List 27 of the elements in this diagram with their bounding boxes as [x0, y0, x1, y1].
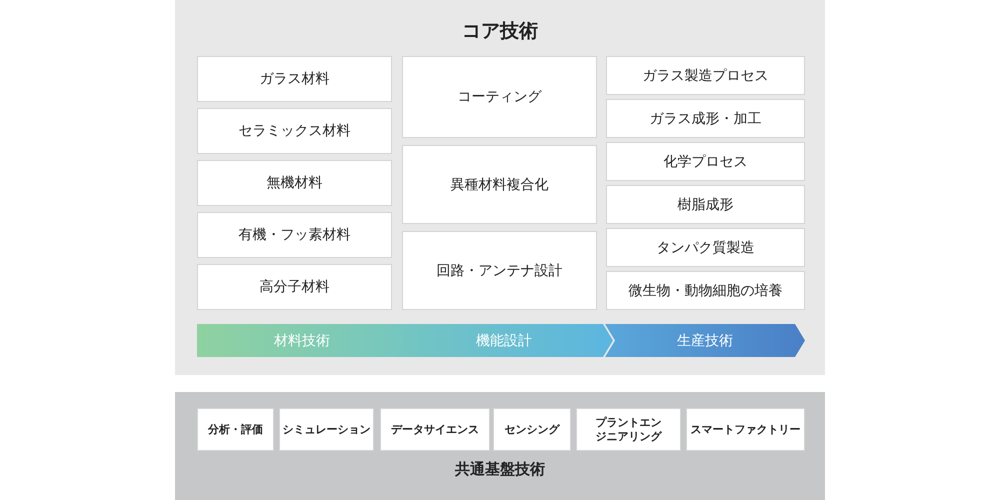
technology-box: 高分子材料: [197, 264, 392, 310]
technology-box: ガラス成形・加工: [606, 99, 805, 138]
technology-box: センシング: [493, 408, 571, 451]
technology-box: 無機材料: [197, 160, 392, 206]
technology-box: 回路・アンテナ設計: [402, 231, 597, 310]
technology-box: 化学プロセス: [606, 142, 805, 181]
technology-box: 微生物・動物細胞の培養: [606, 271, 805, 310]
technology-box: スマートファクトリー: [686, 408, 805, 451]
stage-banner: 材料技術: [197, 324, 407, 357]
technology-box: 樹脂成形: [606, 185, 805, 224]
technology-box: コーティング: [402, 56, 597, 138]
panel-background: [175, 0, 825, 375]
technology-box: データサイエンス: [380, 408, 490, 451]
technology-box: プラントエンジニアリング: [576, 408, 681, 451]
technology-box: 分析・評価: [197, 408, 274, 451]
stage-banner: 生産技術: [605, 324, 805, 357]
technology-box: タンパク質製造: [606, 228, 805, 267]
technology-box: ガラス製造プロセス: [606, 56, 805, 95]
technology-box: ガラス材料: [197, 56, 392, 102]
technology-box: 有機・フッ素材料: [197, 212, 392, 258]
stage-banner: 機能設計: [395, 324, 613, 357]
technology-box: セラミックス材料: [197, 108, 392, 154]
technology-box: シミュレーション: [279, 408, 374, 451]
panel-background: [175, 392, 825, 500]
panel-title: コア技術: [461, 19, 539, 44]
panel-title: 共通基盤技術: [454, 460, 546, 479]
technology-box: 異種材料複合化: [402, 145, 597, 224]
